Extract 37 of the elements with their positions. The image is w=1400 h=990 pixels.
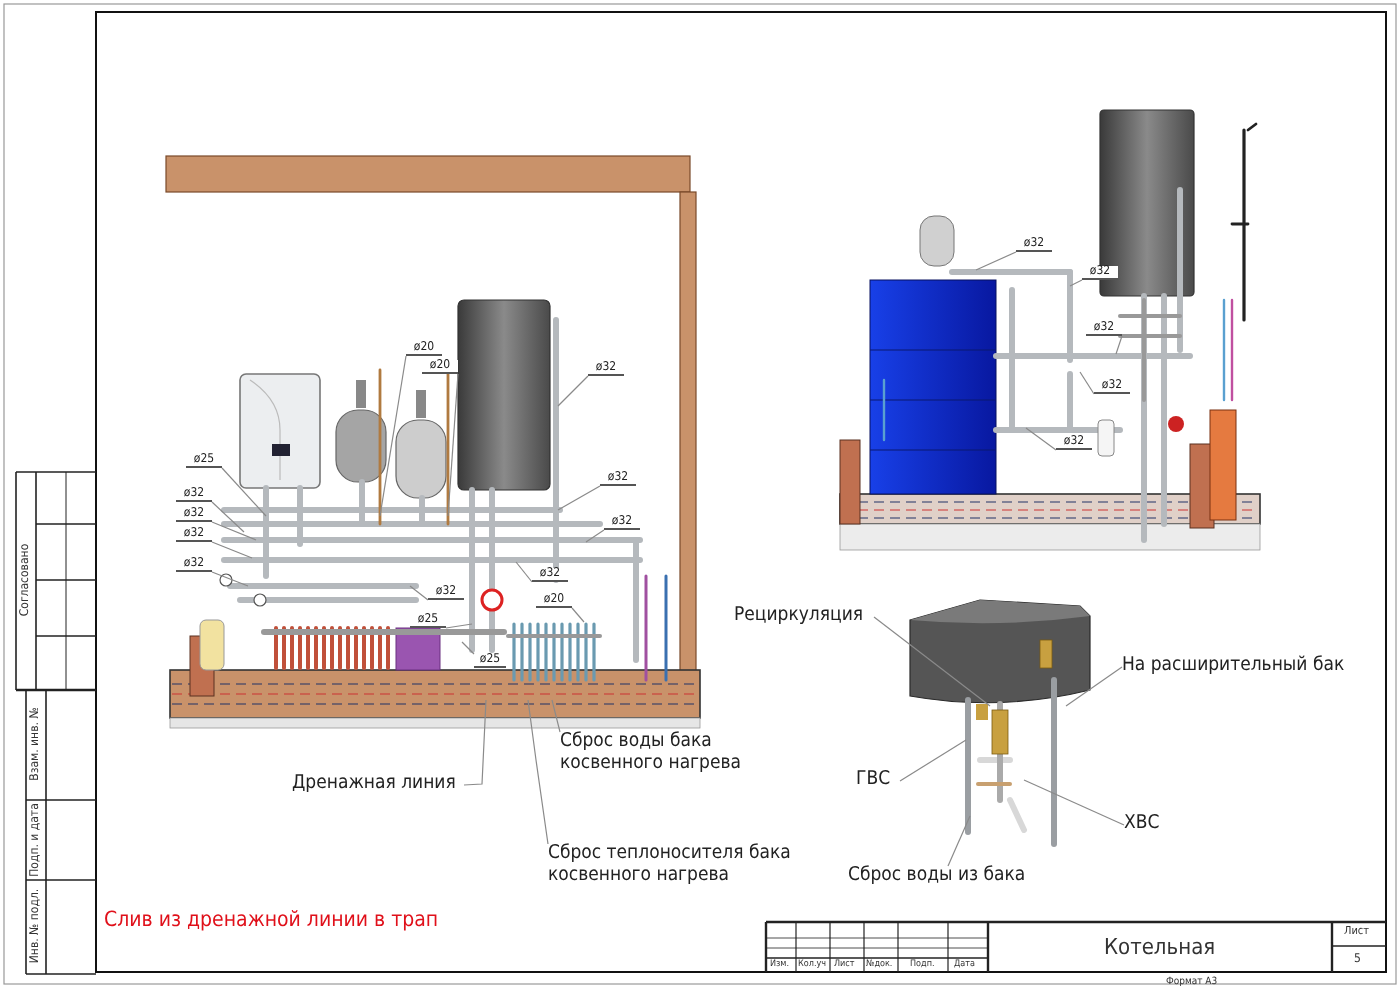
- leader-line: [445, 623, 473, 629]
- callout-text: На расширительный бак: [1122, 656, 1400, 678]
- leader-line: [221, 467, 267, 517]
- leader-line: [211, 521, 257, 541]
- leader-line: [585, 529, 605, 543]
- callout-text: Рециркуляция: [734, 606, 874, 628]
- callout-text: Дренажная линия: [292, 774, 464, 796]
- callout-text: ХВС: [1124, 814, 1168, 836]
- leader-line: [557, 485, 601, 511]
- leader-line: [1023, 779, 1125, 826]
- leader-line: [1115, 335, 1123, 355]
- leader-line: [409, 585, 429, 601]
- leader-line: [975, 251, 1017, 271]
- leader-line: [461, 641, 475, 655]
- leader-line: [379, 355, 407, 517]
- drain-note: Слив из дренажной линии в трап: [104, 910, 439, 931]
- leader-line: [1079, 371, 1095, 395]
- leader-line: [211, 501, 245, 533]
- leader-line: [947, 815, 971, 867]
- leader-line: [551, 699, 561, 733]
- callout-text: Сброс теплоносителя бака косвенного нагрева: [548, 844, 792, 888]
- leader-line: [899, 739, 967, 782]
- leader-line: [571, 607, 585, 623]
- callout-text: Сброс воды бака косвенного нагрева: [560, 732, 756, 776]
- leader-line: [447, 373, 459, 517]
- leader-line: [557, 375, 589, 407]
- leader-line: [515, 561, 533, 583]
- leader-line: [1025, 427, 1057, 451]
- callout-text: ГВС: [856, 770, 900, 792]
- callout-text: Сброс воды из бака: [848, 866, 1048, 888]
- leader-line: [873, 616, 991, 707]
- leader-line: [463, 699, 487, 786]
- leader-line: [211, 541, 253, 559]
- leader-line: [211, 571, 249, 587]
- leader-line: [527, 699, 549, 845]
- leader-line: [1065, 666, 1123, 707]
- sheet-title: Котельная: [1104, 936, 1216, 958]
